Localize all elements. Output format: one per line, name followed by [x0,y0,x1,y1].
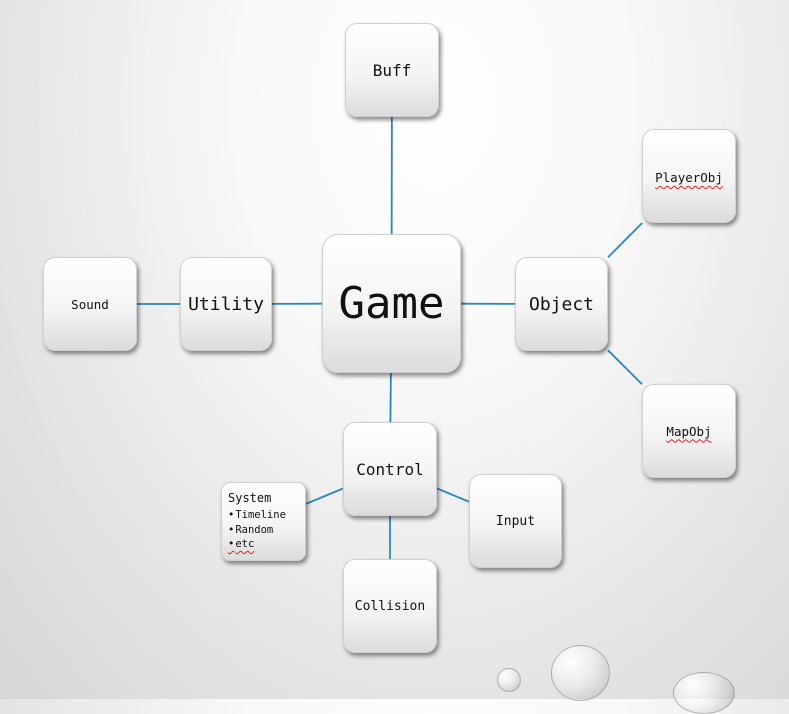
water-drop-small [497,668,521,692]
node-system[interactable]: System Timeline Random etc [221,482,306,561]
system-item-etc: etc [228,537,286,552]
node-collision[interactable]: Collision [343,559,437,653]
node-object[interactable]: Object [515,257,608,351]
connector-control-system [306,489,343,504]
connector-control-input [437,488,469,501]
node-sound-label: Sound [71,297,109,312]
node-buff[interactable]: Buff [345,23,439,117]
node-input-label: Input [496,514,535,529]
node-map-obj[interactable]: MapObj [642,384,736,478]
node-collision-label: Collision [355,599,425,614]
node-buff-label: Buff [373,61,412,80]
system-item-random: Random [228,523,286,538]
node-object-label: Object [529,294,594,315]
node-sound[interactable]: Sound [43,257,137,351]
node-utility[interactable]: Utility [180,257,272,351]
connector-object-player_obj [608,223,642,257]
system-item-list: Timeline Random etc [228,508,286,552]
node-game[interactable]: Game [322,234,461,373]
system-item-timeline: Timeline [228,508,286,523]
node-utility-label: Utility [188,294,264,315]
node-system-title: System [228,491,271,505]
node-control[interactable]: Control [343,422,437,516]
node-player-obj[interactable]: PlayerObj [642,129,736,223]
node-input[interactable]: Input [469,474,562,568]
water-drop-medium [551,645,610,701]
water-drop-large [673,672,735,714]
node-player-obj-label: PlayerObj [655,170,723,185]
diagram-canvas: Buff PlayerObj Sound Utility Game Object… [0,0,789,699]
node-map-obj-label: MapObj [666,424,711,439]
node-game-label: Game [339,278,445,329]
node-control-label: Control [356,460,423,479]
connector-object-map_obj [608,350,642,384]
